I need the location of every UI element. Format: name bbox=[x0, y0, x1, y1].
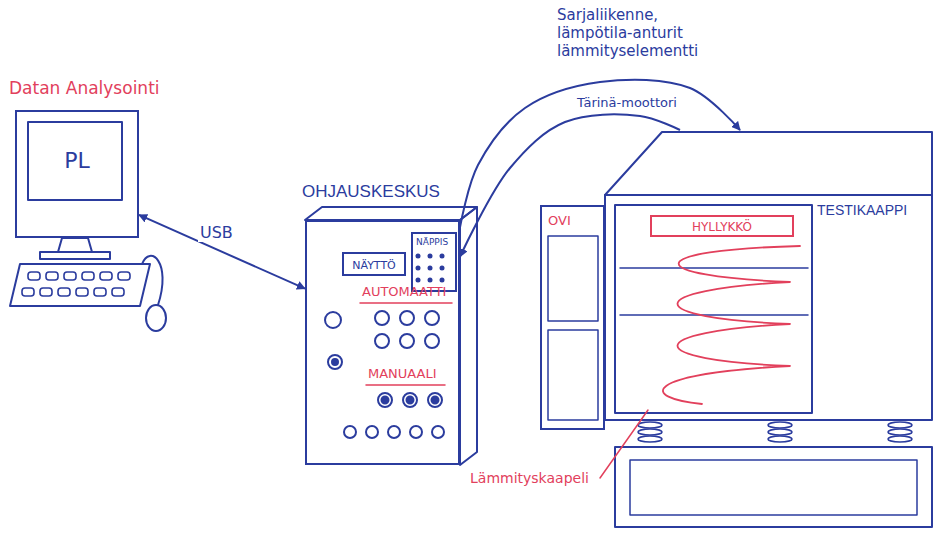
shelf-box: HYLLYKKÖ bbox=[650, 215, 794, 237]
node-heading: Datan Analysointi bbox=[9, 78, 160, 98]
main-knob bbox=[325, 312, 341, 328]
shelf bbox=[620, 314, 808, 316]
cabinet-opening bbox=[615, 205, 812, 413]
edge-label: Sarjaliikenne, lämpötila-anturit lämmity… bbox=[555, 6, 729, 60]
knob-dot bbox=[332, 359, 338, 365]
node-heading: OHJAUSKESKUS bbox=[302, 182, 440, 202]
connectors bbox=[139, 80, 740, 289]
base-frame bbox=[630, 460, 917, 515]
door-panel bbox=[548, 236, 598, 321]
screen-text: PL bbox=[17, 148, 137, 174]
keypad-box: NÄPPIS bbox=[411, 232, 457, 292]
keyboard bbox=[10, 264, 150, 306]
monitor-base bbox=[40, 252, 110, 259]
cabinet-label: TESTIKAAPPI bbox=[817, 202, 907, 219]
control-box-top bbox=[305, 207, 477, 220]
test-cabinet: TESTIKAAPPI OVI HYLLYKKÖ bbox=[535, 130, 935, 425]
manual-buttons bbox=[344, 393, 444, 438]
connector-arrow bbox=[460, 114, 680, 256]
keypad-dots bbox=[416, 254, 445, 283]
section-underline bbox=[360, 302, 452, 304]
cabinet-front bbox=[605, 195, 932, 420]
cabinet-door: OVI bbox=[540, 205, 605, 430]
monitor-stand bbox=[58, 238, 92, 252]
keyboard-keys bbox=[22, 272, 130, 296]
auto-buttons bbox=[375, 311, 439, 348]
callout-label: Lämmityskaapeli bbox=[470, 470, 589, 487]
section-label: MANUAALI bbox=[368, 366, 437, 382]
box-label: NÄPPIS bbox=[416, 237, 448, 248]
cabinet-base bbox=[615, 447, 932, 527]
cabinet-top bbox=[605, 132, 932, 195]
door-label: OVI bbox=[548, 213, 571, 229]
computer-monitor: Datan AnalysointiPL bbox=[15, 110, 139, 238]
control-box-side bbox=[460, 207, 477, 465]
mouse-cable bbox=[142, 256, 163, 305]
mouse bbox=[146, 305, 166, 331]
edge-label: USB bbox=[198, 223, 235, 242]
section-underline bbox=[366, 384, 445, 386]
box-label: NÄYTTÖ bbox=[344, 259, 404, 272]
shelf bbox=[620, 267, 808, 269]
main-knob bbox=[328, 355, 342, 369]
control-box: OHJAUSKESKUSNÄYTTÖNÄPPIS bbox=[305, 220, 460, 465]
door-panel bbox=[548, 330, 598, 420]
connector-arrow bbox=[139, 215, 305, 289]
shelf-label: HYLLYKKÖ bbox=[652, 220, 792, 234]
heating-cable bbox=[663, 246, 800, 404]
display-box: NÄYTTÖ bbox=[342, 252, 406, 276]
section-label: AUTOMAATTI bbox=[362, 284, 446, 300]
leader-line bbox=[600, 410, 648, 478]
spring bbox=[638, 422, 912, 442]
edge-label: Tärinä-moottori bbox=[575, 95, 679, 111]
